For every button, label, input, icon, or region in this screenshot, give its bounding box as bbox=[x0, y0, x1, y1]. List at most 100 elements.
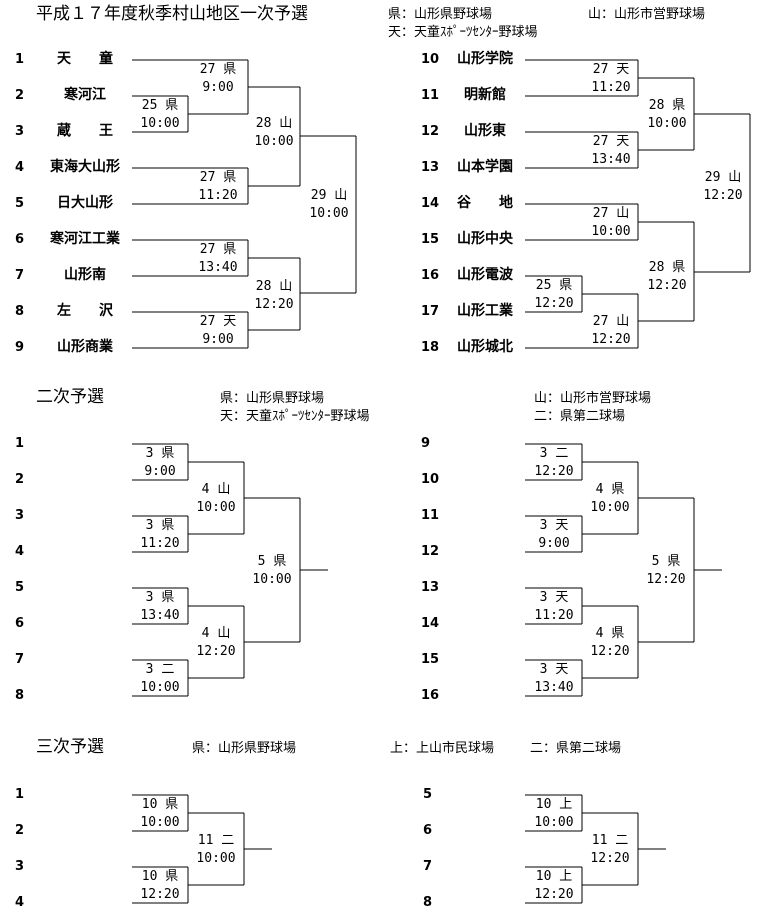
game-label: 27 県 bbox=[199, 242, 237, 257]
slot-number: 15 bbox=[421, 652, 440, 667]
team-name: 山形城北 bbox=[457, 339, 513, 355]
team-number: 1 bbox=[15, 52, 25, 67]
game-time: 10:00 bbox=[591, 224, 631, 239]
team-number: 7 bbox=[15, 268, 25, 283]
team-number: 15 bbox=[421, 232, 440, 247]
slot-number: 2 bbox=[15, 823, 25, 838]
game-label: 3 県 bbox=[145, 446, 175, 461]
slot-number: 3 bbox=[15, 859, 25, 874]
game-label: 11 二 bbox=[591, 833, 629, 848]
team-name: 山形南 bbox=[64, 267, 106, 283]
team-name: 山本学園 bbox=[457, 159, 513, 175]
game-label: 4 県 bbox=[595, 626, 625, 641]
game-label: 5 県 bbox=[651, 554, 681, 569]
game-label: 27 県 bbox=[199, 62, 237, 77]
game-label: 27 山 bbox=[592, 314, 630, 329]
game-label: 3 二 bbox=[145, 662, 175, 677]
slot-number: 9 bbox=[421, 436, 431, 451]
game-label: 4 県 bbox=[595, 482, 625, 497]
team-number: 14 bbox=[421, 196, 440, 211]
venue-legend-yama: 山：山形市営野球場 bbox=[588, 7, 706, 22]
team-number: 6 bbox=[15, 232, 25, 247]
team-number: 8 bbox=[15, 304, 25, 319]
second-round-title: 二次予選 bbox=[36, 387, 104, 407]
team-name: 山形東 bbox=[464, 123, 506, 139]
game-label: 29 山 bbox=[704, 170, 742, 185]
team-number: 9 bbox=[15, 340, 25, 355]
slot-number: 1 bbox=[15, 787, 25, 802]
team-name: 谷 地 bbox=[457, 195, 513, 211]
game-time: 10:00 bbox=[590, 500, 630, 515]
team-number: 5 bbox=[15, 196, 25, 211]
slot-number: 11 bbox=[421, 508, 440, 523]
slot-number: 4 bbox=[15, 895, 25, 910]
game-label: 10 上 bbox=[535, 797, 573, 812]
game-label: 25 県 bbox=[535, 278, 573, 293]
venue-legend-ten: 天：天童ｽﾎﾟｰﾂｾﾝﾀｰ野球場 bbox=[388, 25, 538, 40]
game-label: 27 県 bbox=[199, 170, 237, 185]
team-name: 蔵 王 bbox=[57, 123, 113, 139]
game-label: 3 県 bbox=[145, 518, 175, 533]
first-round-title: 平成１７年度秋季村山地区一次予選 bbox=[36, 4, 308, 24]
game-time: 12:20 bbox=[646, 572, 686, 587]
game-time: 12:20 bbox=[591, 332, 631, 347]
slot-number: 8 bbox=[423, 895, 433, 910]
game-label: 11 二 bbox=[197, 833, 235, 848]
team-name: 左 沢 bbox=[57, 303, 113, 319]
game-time: 13:40 bbox=[140, 608, 180, 623]
game-time: 11:20 bbox=[591, 80, 631, 95]
slot-number: 12 bbox=[421, 544, 440, 559]
team-name: 山形中央 bbox=[457, 231, 513, 247]
game-time: 11:20 bbox=[140, 536, 180, 551]
slot-number: 1 bbox=[15, 436, 25, 451]
team-number: 13 bbox=[421, 160, 440, 175]
team-number: 4 bbox=[15, 160, 25, 175]
team-name: 山形学院 bbox=[457, 51, 513, 67]
game-time: 13:40 bbox=[591, 152, 631, 167]
game-label: 3 天 bbox=[539, 662, 569, 677]
game-time: 10:00 bbox=[309, 206, 349, 221]
team-name: 山形商業 bbox=[57, 339, 113, 355]
venue-legend-ken: 県：山形県野球場 bbox=[388, 7, 493, 22]
team-name: 山形電波 bbox=[457, 267, 513, 283]
third-round-title: 三次予選 bbox=[36, 737, 104, 757]
team-name: 寒河江工業 bbox=[50, 231, 120, 247]
venue-legend-ken: 県：山形県野球場 bbox=[220, 391, 325, 406]
game-label: 5 県 bbox=[257, 554, 287, 569]
team-number: 2 bbox=[15, 88, 25, 103]
slot-number: 8 bbox=[15, 688, 25, 703]
venue-legend-ten: 天：天童ｽﾎﾟｰﾂｾﾝﾀｰ野球場 bbox=[220, 409, 370, 424]
team-name: 天 童 bbox=[57, 51, 113, 67]
team-number: 18 bbox=[421, 340, 440, 355]
team-name: 東海大山形 bbox=[50, 159, 120, 175]
game-label: 27 天 bbox=[199, 314, 237, 329]
game-time: 12:20 bbox=[254, 297, 294, 312]
venue-legend-ken: 県：山形県野球場 bbox=[192, 741, 297, 756]
game-time: 12:20 bbox=[590, 644, 630, 659]
game-label: 27 天 bbox=[592, 134, 630, 149]
slot-number: 5 bbox=[15, 580, 25, 595]
game-time: 12:20 bbox=[534, 296, 574, 311]
game-time: 12:20 bbox=[196, 644, 236, 659]
team-name: 日大山形 bbox=[57, 195, 113, 211]
game-label: 27 山 bbox=[592, 206, 630, 221]
venue-legend-kaminoyama: 上：上山市民球場 bbox=[390, 741, 495, 756]
game-time: 11:20 bbox=[198, 188, 238, 203]
slot-number: 16 bbox=[421, 688, 440, 703]
game-label: 29 山 bbox=[310, 188, 348, 203]
game-time: 9:00 bbox=[538, 536, 570, 551]
game-label: 3 天 bbox=[539, 590, 569, 605]
first-round-left-lines bbox=[132, 59, 357, 349]
game-time: 10:00 bbox=[196, 500, 236, 515]
game-time: 13:40 bbox=[198, 260, 238, 275]
game-time: 10:00 bbox=[252, 572, 292, 587]
game-label: 28 県 bbox=[648, 260, 686, 275]
second-round-left-lines bbox=[132, 443, 328, 697]
slot-number: 6 bbox=[15, 616, 25, 631]
team-number: 10 bbox=[421, 52, 440, 67]
game-label: 4 山 bbox=[201, 482, 231, 497]
game-label: 28 山 bbox=[255, 116, 293, 131]
game-time: 13:40 bbox=[534, 680, 574, 695]
slot-number: 13 bbox=[421, 580, 440, 595]
